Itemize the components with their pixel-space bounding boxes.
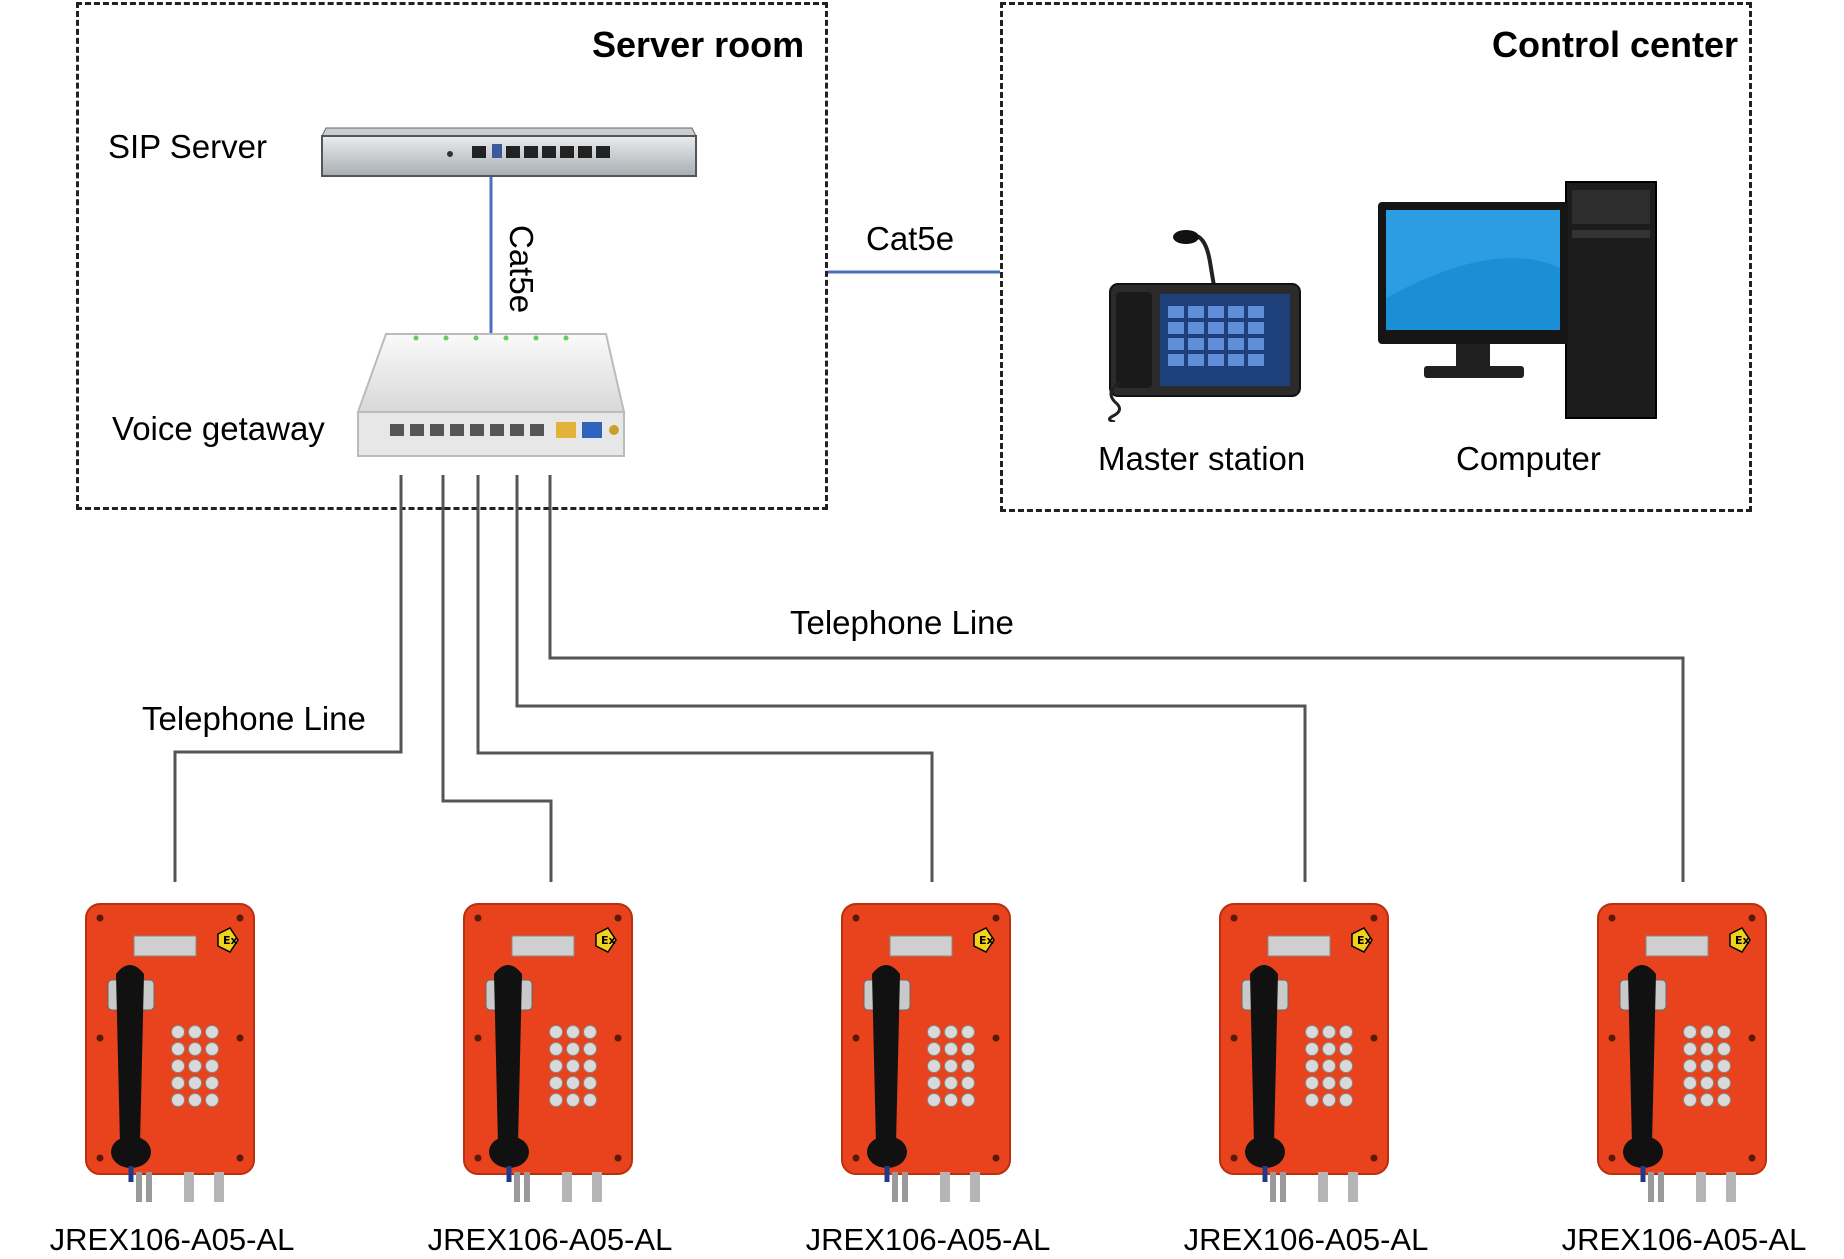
control-center-box — [1000, 2, 1752, 512]
master-station-label: Master station — [1098, 440, 1306, 477]
phone-model-label: JREX106-A05-AL — [1561, 1222, 1807, 1257]
master-station-icon — [1108, 230, 1301, 422]
control-center-title: Control center — [1492, 24, 1739, 65]
phone-model-label: JREX106-A05-AL — [1183, 1222, 1429, 1257]
svg-text:Ex: Ex — [1357, 934, 1372, 947]
telephone-line-label-right: Telephone Line — [790, 604, 1014, 641]
telephone-unit: Ex — [838, 900, 1018, 1210]
telephone-unit: Ex — [460, 900, 640, 1210]
sip-server-icon — [321, 127, 697, 177]
telephone-line-label-left: Telephone Line — [142, 700, 366, 737]
svg-text:Ex: Ex — [223, 934, 238, 947]
server-room-title: Server room — [592, 24, 805, 65]
telephone-line-4 — [515, 475, 1307, 882]
telephone-line-5 — [548, 475, 1685, 882]
explosion-proof-phone-icon: Ex — [1219, 903, 1389, 1202]
phone-model-label: JREX106-A05-AL — [49, 1222, 295, 1257]
voice-gateway-icon — [356, 333, 626, 457]
interlink-label: Cat5e — [866, 220, 955, 257]
telephone-unit: Ex — [1216, 900, 1396, 1210]
telephone-line-2 — [441, 475, 553, 882]
explosion-proof-phone-icon: Ex — [841, 903, 1011, 1202]
telephone-line-1 — [173, 475, 403, 882]
telephone-unit: Ex — [82, 900, 262, 1210]
telephone-line-3 — [476, 475, 934, 882]
svg-text:Ex: Ex — [1735, 934, 1750, 947]
svg-text:Ex: Ex — [979, 934, 994, 947]
phone-model-label: JREX106-A05-AL — [805, 1222, 1051, 1257]
explosion-proof-phone-icon: Ex — [85, 903, 255, 1202]
server-room-box — [76, 2, 828, 510]
explosion-proof-phone-icon: Ex — [1597, 903, 1767, 1202]
voice-gateway-label: Voice getaway — [112, 410, 325, 447]
computer-label: Computer — [1456, 440, 1601, 477]
sip-server-label: SIP Server — [108, 128, 267, 165]
telephone-unit: Ex — [1594, 900, 1774, 1210]
svg-text:Ex: Ex — [601, 934, 616, 947]
computer-icon — [1378, 181, 1657, 419]
phone-model-label: JREX106-A05-AL — [427, 1222, 673, 1257]
sip-link-label: Cat5e — [503, 225, 540, 314]
explosion-proof-phone-icon: Ex — [463, 903, 633, 1202]
